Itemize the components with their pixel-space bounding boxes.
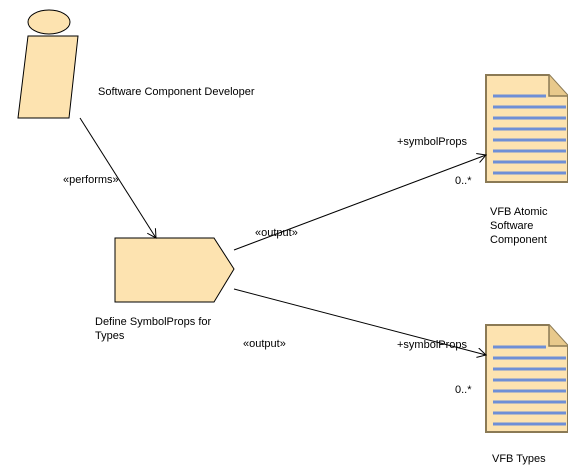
task-shape-icon[interactable]: [114, 237, 235, 303]
role-actor-icon[interactable]: [17, 9, 79, 119]
multiplicity-label-2: 0..*: [455, 384, 472, 396]
task-name-line2: Types: [95, 330, 125, 342]
performs-connector[interactable]: [79, 117, 156, 238]
vfb-atomic-name-line3: Component: [490, 234, 547, 246]
vfb-types-name-label: VFB Types: [492, 453, 546, 465]
role-end-label-1: +symbolProps: [397, 136, 468, 148]
output-stereotype-label-1: «output»: [255, 227, 298, 239]
role-end-label-2: +symbolProps: [397, 339, 468, 351]
output-connector-1[interactable]: [233, 155, 486, 251]
performs-stereotype-label: «performs»: [63, 174, 119, 186]
vfb-atomic-document-icon[interactable]: [485, 74, 568, 183]
vfb-atomic-name-line1: VFB Atomic: [490, 206, 548, 218]
output-connector-2[interactable]: [233, 288, 486, 355]
multiplicity-label-1: 0..*: [455, 175, 472, 187]
vfb-types-document-icon[interactable]: [485, 324, 568, 433]
output-stereotype-label-2: «output»: [243, 338, 286, 350]
task-name-line1: Define SymbolProps for: [95, 316, 212, 328]
vfb-atomic-name-line2: Software: [490, 220, 534, 232]
role-name-label: Software Component Developer: [98, 86, 255, 98]
